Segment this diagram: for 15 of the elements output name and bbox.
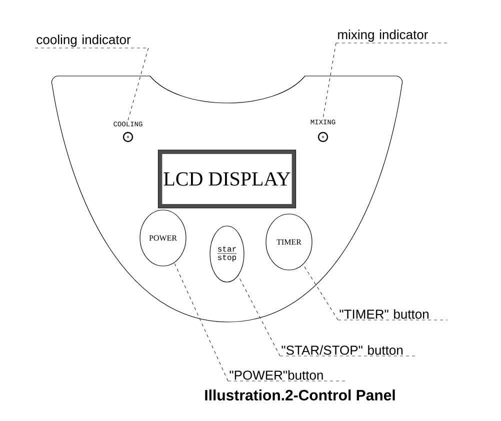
callout-label: "TIMER" button [338, 309, 448, 320]
lcd-display: LCD DISPLAY [158, 150, 296, 208]
leader-line [128, 48, 149, 121]
leader-line [238, 275, 280, 356]
callout-label: mixing indicator [336, 30, 449, 44]
timer-button: TIMER [266, 214, 312, 270]
leader-line [322, 42, 336, 119]
leader-line [174, 262, 228, 382]
callout-label: "STAR/STOP" button [280, 345, 416, 356]
callout-label: cooling indicator [34, 34, 149, 48]
power-button: POWER [140, 210, 186, 266]
leader-line [302, 264, 338, 320]
caption: Illustration.2-Control Panel [205, 390, 395, 400]
callout-label: "POWER"button [228, 370, 348, 382]
start-stop-button: star stop [210, 226, 244, 282]
